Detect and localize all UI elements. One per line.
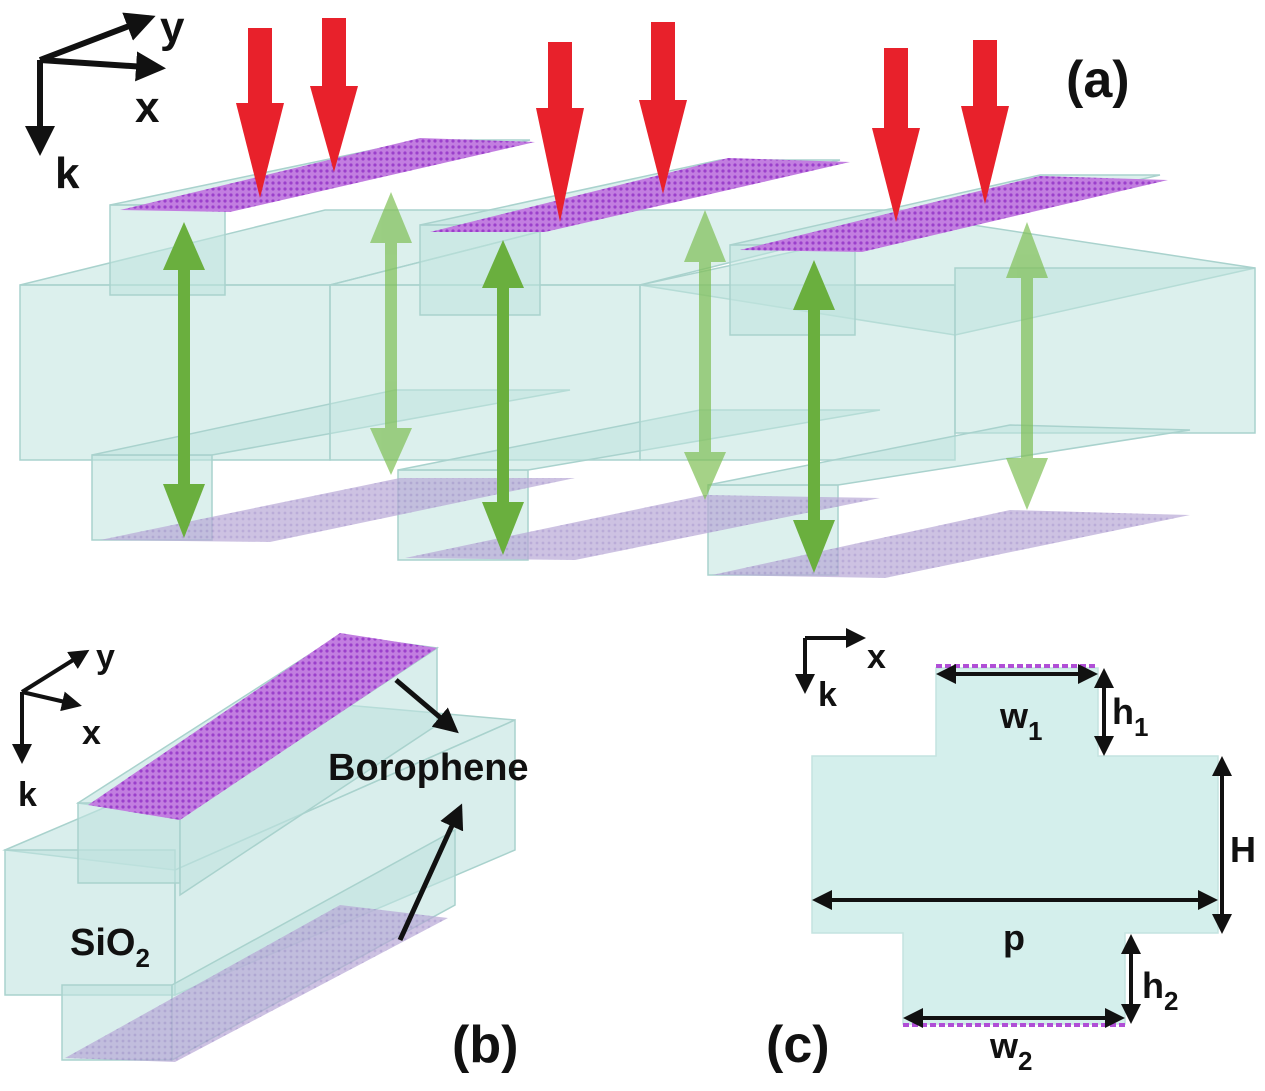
w1-label: w1 (999, 695, 1042, 746)
borophene-top-strip (740, 176, 1168, 252)
borophene-bottom-strip (100, 478, 575, 542)
axis-x-arrow (39, 51, 166, 82)
h2-label: h2 (1142, 965, 1178, 1016)
w2-label: w2 (989, 1025, 1032, 1076)
borophene-bottom-strip (405, 495, 880, 560)
plasmon-arrow (793, 260, 835, 573)
axis-k-label: k (818, 676, 837, 714)
plasmon-arrows (163, 192, 1048, 573)
incident-arrow (310, 18, 358, 172)
panel-b: y x k Borophene SiO2 (b) (2, 633, 529, 1074)
h1-label: h1 (1112, 691, 1148, 742)
substrate-label: SiO2 (70, 922, 150, 973)
incident-arrows (236, 18, 1009, 222)
panel-c-label: (c) (766, 1016, 830, 1074)
plasmon-arrow (163, 222, 205, 538)
axis-y-label: y (96, 638, 115, 676)
plasmon-arrow (684, 210, 726, 500)
borophene-label: Borophene (328, 747, 529, 789)
H-label: H (1230, 829, 1256, 870)
axes-c (795, 628, 866, 694)
axes-a (25, 12, 166, 156)
plasmon-arrow (370, 192, 412, 475)
panel-c: x k w1 h1 H p h2 w2 (c) (766, 628, 1256, 1076)
borophene-top-strip (88, 633, 437, 820)
incident-arrow (236, 28, 284, 198)
axis-x-label: x (82, 714, 101, 752)
dimension-arrows (812, 664, 1232, 1028)
plasmon-arrow (1006, 222, 1048, 510)
borophene-bottom-strip (712, 510, 1190, 578)
axis-k-label: k (18, 776, 37, 814)
incident-arrow (961, 40, 1009, 204)
incident-arrow (639, 22, 687, 194)
borophene-bottom-strip (65, 905, 448, 1062)
borophene-top-strip (430, 158, 850, 232)
axes-b (12, 649, 90, 764)
axis-k-label: k (55, 149, 80, 198)
axis-y-arrow (20, 649, 90, 694)
ridge-front-face (109, 204, 226, 296)
panel-a: y x k (a) (19, 3, 1256, 578)
slab-side-face (174, 718, 516, 997)
panel-a-label: (a) (1066, 51, 1130, 109)
axis-x-arrow (21, 690, 82, 712)
plasmon-arrow (482, 240, 524, 555)
borophene-pointer-top (394, 678, 459, 734)
incident-arrow (536, 42, 584, 222)
axis-x-label: x (135, 83, 160, 132)
borophene-pointer-bottom (397, 803, 464, 942)
incident-arrow (872, 48, 920, 222)
borophene-top-strip (120, 138, 535, 212)
axis-y-arrow (38, 12, 156, 63)
p-label: p (1003, 917, 1025, 958)
axis-x-label: x (867, 638, 886, 676)
axis-y-label: y (160, 3, 185, 52)
panel-b-label: (b) (452, 1016, 518, 1074)
